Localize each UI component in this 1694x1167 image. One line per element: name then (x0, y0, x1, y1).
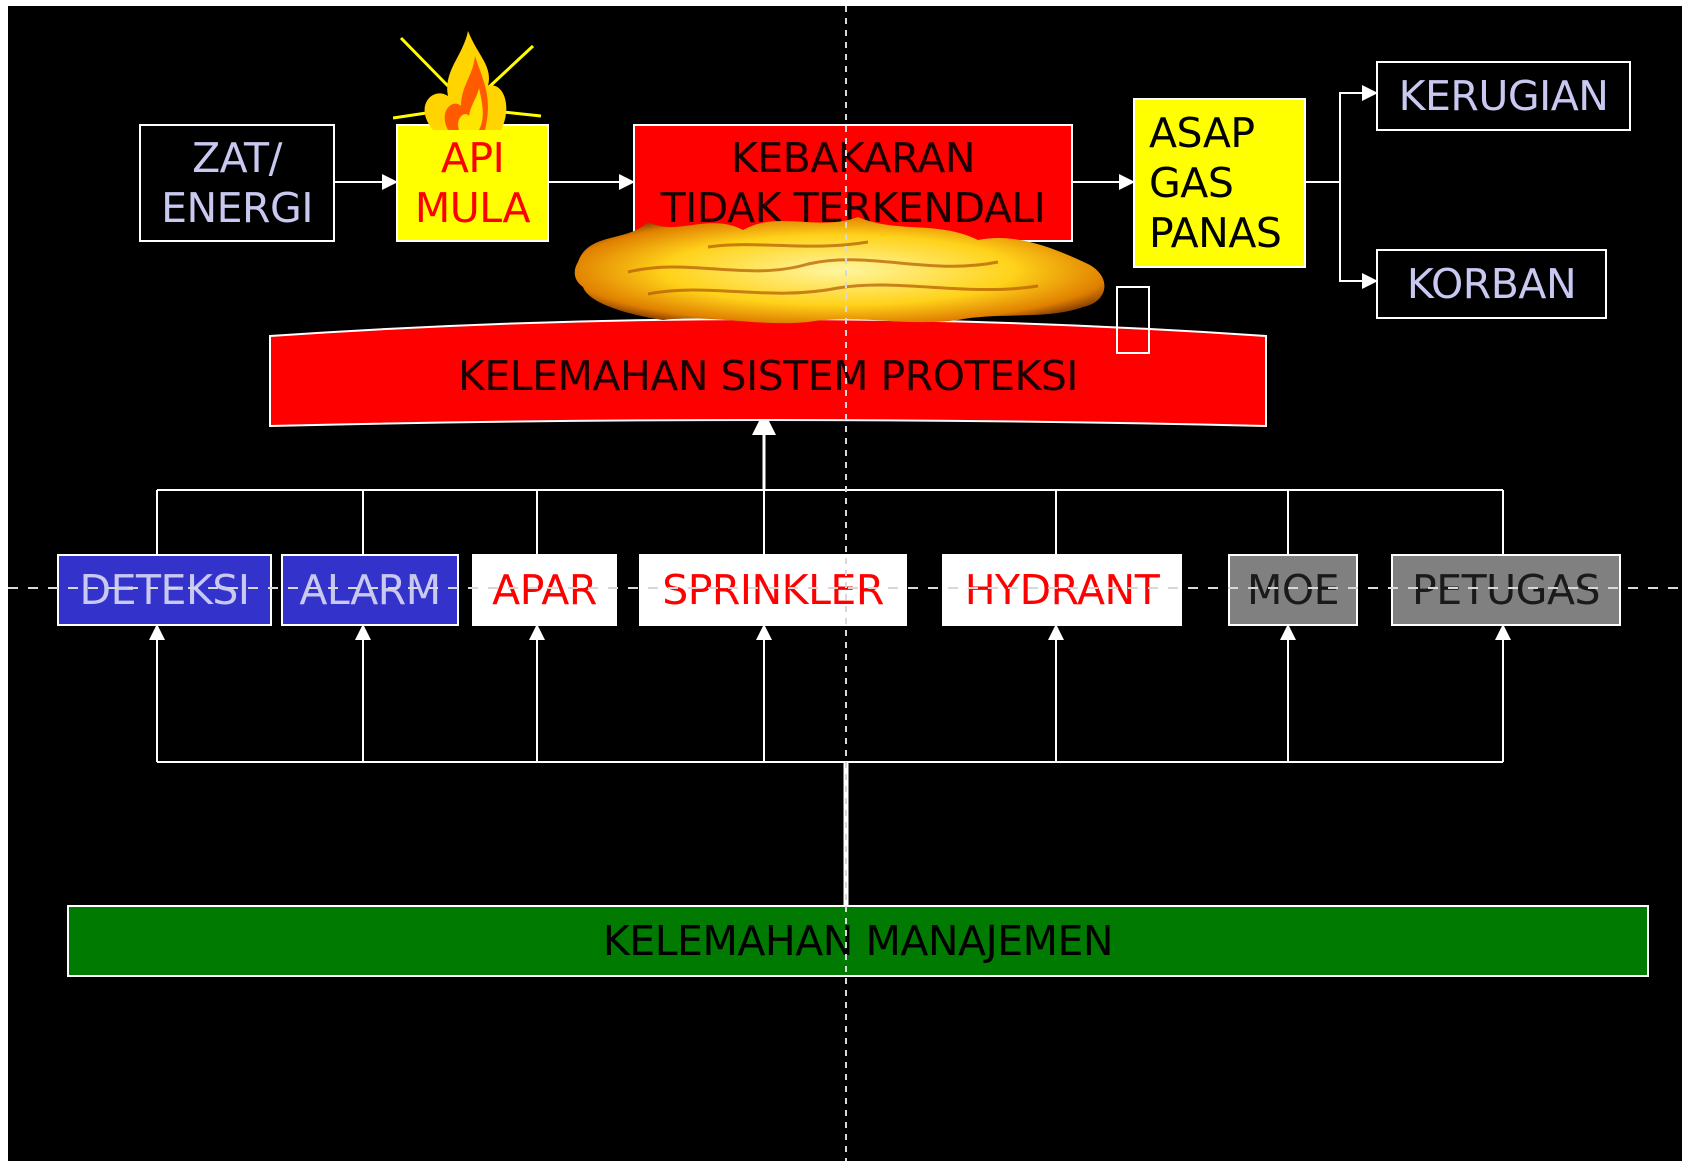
component-box-deteksi: DETEKSI (57, 554, 272, 626)
flame-icon (393, 31, 542, 130)
small-empty-box (1116, 286, 1150, 354)
component-box-petugas: PETUGAS (1391, 554, 1621, 626)
component-label: PETUGAS (1411, 566, 1601, 614)
korban-label: KORBAN (1406, 260, 1577, 308)
kerugian-box: KERUGIAN (1376, 61, 1631, 131)
component-label: ALARM (299, 566, 441, 614)
korban-box: KORBAN (1376, 249, 1607, 319)
protection-band-shape (269, 318, 1267, 428)
asap-gas-panas-box: ASAP GAS PANAS (1133, 98, 1306, 268)
management-weakness-label: KELEMAHAN MANAJEMEN (602, 917, 1114, 965)
management-weakness-box: KELEMAHAN MANAJEMEN (67, 905, 1649, 977)
component-box-moe: MOE (1228, 554, 1358, 626)
component-label: HYDRANT (964, 566, 1160, 614)
component-label: APAR (492, 566, 597, 614)
component-box-hydrant: HYDRANT (942, 554, 1182, 626)
component-label: DETEKSI (79, 566, 250, 614)
component-box-sprinkler: SPRINKLER (639, 554, 907, 626)
component-label: MOE (1246, 566, 1340, 614)
component-label: SPRINKLER (662, 566, 884, 614)
component-box-apar: APAR (472, 554, 617, 626)
component-box-alarm: ALARM (281, 554, 459, 626)
zat-energi-label: ZAT/ ENERGI (161, 134, 313, 232)
zat-energi-box: ZAT/ ENERGI (139, 124, 335, 242)
kerugian-label: KERUGIAN (1398, 72, 1609, 120)
api-mula-box: API MULA (396, 124, 549, 242)
diagram-slide: ZAT/ ENERGI API MULA KEBAKARAN TIDAK TER… (8, 6, 1682, 1161)
fire-illustration (574, 217, 1105, 324)
api-mula-label: API MULA (414, 134, 531, 232)
protection-weakness-label-box: KELEMAHAN SISTEM PROTEKSI (270, 336, 1266, 416)
asap-gas-panas-label: ASAP GAS PANAS (1149, 109, 1282, 257)
protection-weakness-label: KELEMAHAN SISTEM PROTEKSI (458, 352, 1078, 400)
